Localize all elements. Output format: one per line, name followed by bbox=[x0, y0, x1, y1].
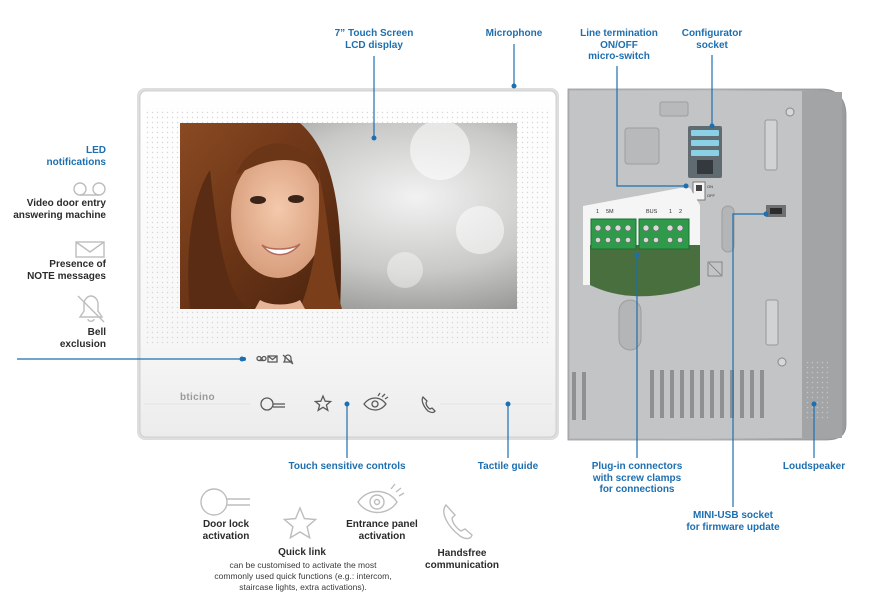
answering-machine-icon bbox=[73, 182, 106, 196]
envelope-icon bbox=[75, 241, 105, 258]
led-icons bbox=[242, 354, 294, 365]
switch-on-label: ON bbox=[707, 184, 713, 189]
switch-off-label: OFF bbox=[707, 193, 716, 198]
line-termination-switch: ON OFF bbox=[692, 181, 716, 201]
tactile-guide-label: Tactile guide bbox=[477, 461, 539, 472]
key-button[interactable] bbox=[260, 397, 285, 411]
brand-logo: bticino bbox=[180, 392, 215, 403]
svg-text:1: 1 bbox=[596, 209, 599, 215]
front-unit: bticino bbox=[137, 88, 559, 440]
key-icon bbox=[200, 488, 250, 516]
configurator-socket-graphic bbox=[688, 126, 722, 178]
star-button[interactable] bbox=[313, 394, 333, 412]
terminal-labels: 1 5M BUS 1 2 bbox=[596, 209, 682, 215]
quick-link-label: Quick link bbox=[278, 547, 326, 558]
phone-button[interactable] bbox=[421, 395, 436, 414]
rear-unit: ON OFF 1 5M BUS 1 2 bbox=[567, 88, 847, 441]
svg-text:5M: 5M bbox=[606, 209, 614, 215]
leader-lines bbox=[17, 44, 817, 507]
screw-clamp-connectors bbox=[590, 218, 690, 250]
vent-slots bbox=[572, 370, 764, 420]
bell-off-icon bbox=[77, 295, 105, 323]
phone-icon bbox=[443, 503, 473, 540]
microphone-label: Microphone bbox=[485, 28, 543, 39]
loudspeaker-label: Loudspeaker bbox=[782, 461, 846, 472]
svg-text:2: 2 bbox=[679, 209, 682, 215]
eye-button[interactable] bbox=[363, 392, 389, 411]
eye-icon bbox=[357, 483, 405, 514]
lcd-screen bbox=[180, 120, 517, 309]
svg-text:1: 1 bbox=[669, 209, 672, 215]
svg-text:BUS: BUS bbox=[646, 209, 658, 215]
star-icon bbox=[282, 506, 318, 540]
touch-controls-label: Touch sensitive controls bbox=[288, 461, 406, 472]
